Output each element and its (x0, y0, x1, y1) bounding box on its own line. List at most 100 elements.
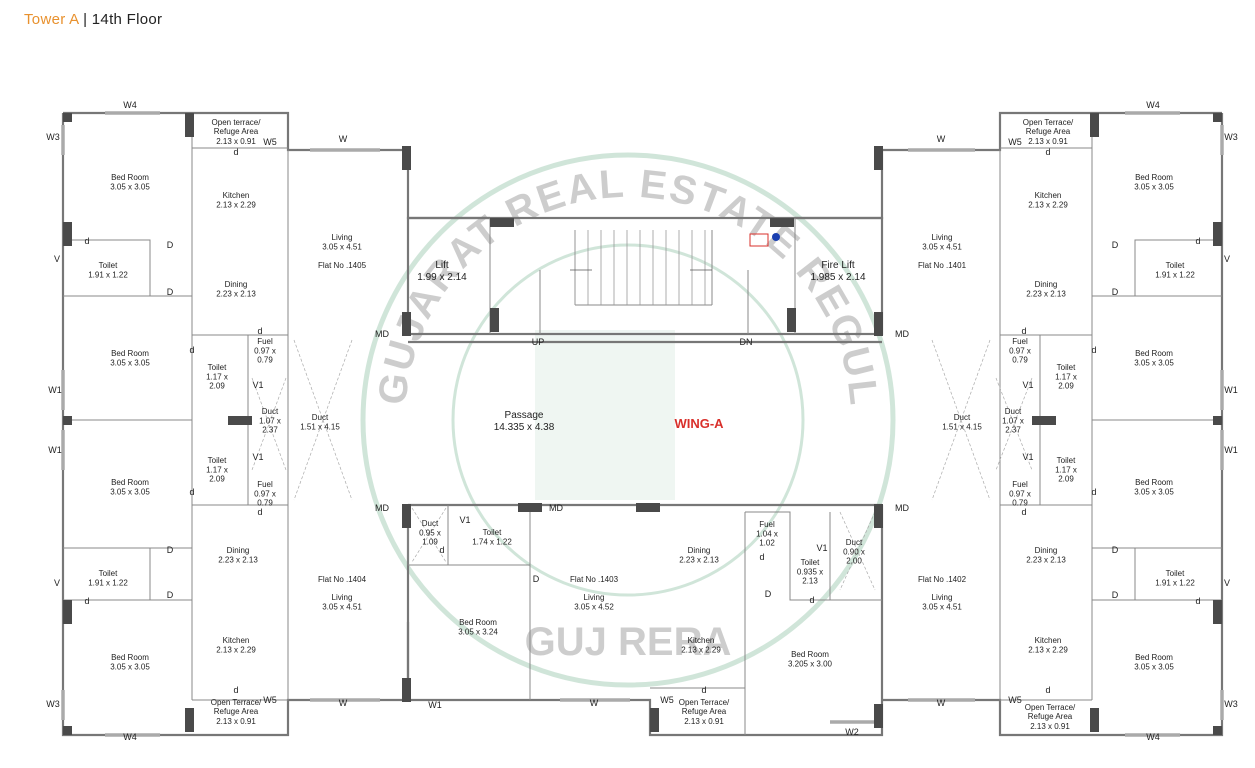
opening-code-v: V (54, 254, 60, 264)
opening-code-d: D (1112, 240, 1119, 250)
room-name-label: Living (584, 593, 605, 602)
opening-code-d: D (765, 589, 772, 599)
opening-code-d: d (84, 236, 89, 246)
opening-code-md: MD (895, 329, 909, 339)
opening-code-d: D (1112, 590, 1119, 600)
core-dimension-label: 1.99 x 2.14 (417, 272, 467, 283)
opening-code-v1: V1 (459, 515, 470, 525)
fire-extinguisher-icon (772, 233, 780, 241)
opening-code-v1: V1 (1022, 380, 1033, 390)
room-name-label: Bed Room (1135, 173, 1173, 182)
room-name-label: Bed Room (459, 618, 497, 627)
tower-label: Tower A (24, 11, 79, 28)
room-dimension-label: 3.05 x 3.05 (110, 488, 150, 497)
room-dimension-label: 2.13 x 0.91 (216, 137, 256, 146)
opening-code-w5: W5 (1008, 695, 1022, 705)
room-name-label: Kitchen (1035, 636, 1062, 645)
room-dimension-label: 3.05 x 4.51 (322, 603, 362, 612)
opening-code-w3: W3 (1224, 132, 1238, 142)
opening-code-d: d (257, 326, 262, 336)
room-name-label: Toilet (99, 261, 118, 270)
room-name-label: Bed Room (111, 349, 149, 358)
core-name-label: Passage (505, 410, 544, 421)
room-name-label: Bed Room (111, 653, 149, 662)
room-dimension-label: 3.05 x 3.05 (110, 663, 150, 672)
opening-code-w3: W3 (1224, 699, 1238, 709)
flat-number-label: Flat No .1405 (318, 261, 367, 270)
room-name-label: Dining (1035, 546, 1058, 555)
room-name-label: Kitchen (1035, 191, 1062, 200)
room-name-label: Duct (1005, 407, 1022, 416)
opening-code-d: d (233, 147, 238, 157)
opening-code-d: d (1045, 147, 1050, 157)
room-name-label: Dining (225, 280, 248, 289)
room-name-label: Kitchen (688, 636, 715, 645)
room-dimension-label: 3.05 x 3.05 (1134, 663, 1174, 672)
room-name-label: Living (332, 593, 353, 602)
wing-label: WING-A (674, 416, 724, 431)
opening-code-w1: W1 (428, 700, 442, 710)
opening-code-d: D (1112, 545, 1119, 555)
room-dimension-label: 2.13 x 2.29 (1028, 646, 1068, 655)
room-dimension-label: 2.13 x 2.29 (216, 646, 256, 655)
room-dimension-label: 3.05 x 4.51 (922, 603, 962, 612)
opening-code-w5: W5 (263, 137, 277, 147)
watermark-outer-ring (360, 152, 896, 688)
opening-code-d: d (759, 552, 764, 562)
opening-code-w4: W4 (1146, 732, 1160, 742)
room-name-label: Open Terrace/Refuge Area (1023, 118, 1074, 136)
room-name-label: Bed Room (1135, 653, 1173, 662)
opening-code-w: W (937, 134, 946, 144)
room-name-label: Bed Room (791, 650, 829, 659)
opening-code-dn: DN (740, 337, 753, 347)
opening-code-d: D (167, 240, 174, 250)
opening-code-d: d (1195, 236, 1200, 246)
opening-code-d: D (167, 545, 174, 555)
room-dimension-label: 1.74 x 1.22 (472, 538, 512, 547)
room-dimension-label: 2.13 x 0.91 (216, 717, 256, 726)
room-name-label: Duct (262, 407, 279, 416)
room-name-label: Open Terrace/Refuge Area (1025, 703, 1076, 721)
room-dimension-label: 2.23 x 2.13 (1026, 290, 1066, 299)
opening-code-w4: W4 (123, 100, 137, 110)
room-name-label: Living (932, 593, 953, 602)
opening-code-d: d (1021, 507, 1026, 517)
room-dimension-label: 3.05 x 4.51 (922, 243, 962, 252)
room-name-label: Toilet (99, 569, 118, 578)
opening-code-w: W (339, 134, 348, 144)
opening-code-w5: W5 (263, 695, 277, 705)
staircase (570, 230, 780, 305)
room-dimension-label: 2.13 x 0.91 (684, 717, 724, 726)
opening-code-w: W (339, 698, 348, 708)
ducts (251, 339, 1033, 591)
opening-code-d: d (1045, 685, 1050, 695)
room-name-label: Living (932, 233, 953, 242)
flat-number-label: Flat No .1401 (918, 261, 967, 270)
core-name-label: Lift (435, 260, 449, 271)
opening-code-v1: V1 (816, 543, 827, 553)
opening-code-w5: W5 (1008, 137, 1022, 147)
room-name-label: Living (332, 233, 353, 242)
opening-code-w3: W3 (46, 132, 60, 142)
room-name-label: Toilet (1166, 569, 1185, 578)
opening-code-d: D (533, 574, 540, 584)
room-name-label: Bed Room (111, 173, 149, 182)
room-dimension-label: 1.91 x 1.22 (88, 271, 128, 280)
opening-code-md: MD (375, 503, 389, 513)
opening-code-up: UP (532, 337, 545, 347)
opening-code-d: d (257, 507, 262, 517)
room-name-label: Kitchen (223, 191, 250, 200)
flat-number-label: Flat No .1402 (918, 575, 967, 584)
